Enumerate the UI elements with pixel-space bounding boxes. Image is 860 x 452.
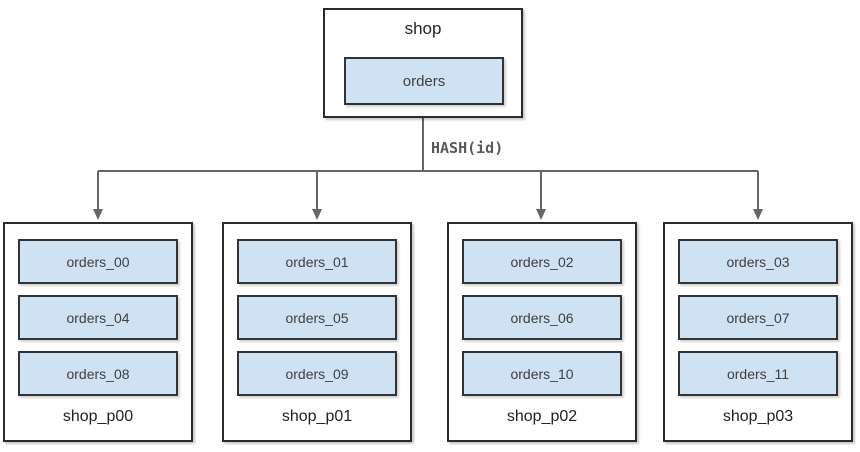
arrowhead-shard1	[312, 209, 322, 220]
shard-table: orders_04	[18, 295, 178, 340]
shard-label: shop_p03	[722, 408, 794, 425]
shard-table: orders_06	[462, 295, 622, 340]
shard-table: orders_00	[18, 239, 178, 284]
shard-table: orders_01	[237, 239, 397, 284]
shard-table: orders_03	[678, 239, 838, 284]
shard-table: orders_07	[678, 295, 838, 340]
shard-label: shop_p00	[62, 408, 134, 425]
shard-node-shop-p03: orders_03 orders_07 orders_11 shop_p03	[663, 222, 853, 442]
shard-node-shop-p00: orders_00 orders_04 orders_08 shop_p00	[3, 222, 193, 442]
hash-edge-label: HASH(id)	[431, 139, 504, 157]
root-orders-table: orders	[344, 57, 504, 105]
shard-table: orders_08	[18, 351, 178, 396]
root-database-node: shop orders	[323, 8, 523, 118]
shard-table: orders_10	[462, 351, 622, 396]
arrowhead-shard3	[753, 209, 763, 220]
shard-table: orders_05	[237, 295, 397, 340]
shard-table: orders_09	[237, 351, 397, 396]
root-database-title: shop	[404, 19, 442, 38]
shard-table: orders_11	[678, 351, 838, 396]
arrowhead-shard0	[93, 209, 103, 220]
arrowhead-shard2	[536, 209, 546, 220]
shard-node-shop-p01: orders_01 orders_05 orders_09 shop_p01	[222, 222, 412, 442]
shard-label: shop_p01	[281, 408, 353, 425]
shard-label: shop_p02	[506, 408, 578, 425]
shard-table: orders_02	[462, 239, 622, 284]
shard-node-shop-p02: orders_02 orders_06 orders_10 shop_p02	[447, 222, 637, 442]
